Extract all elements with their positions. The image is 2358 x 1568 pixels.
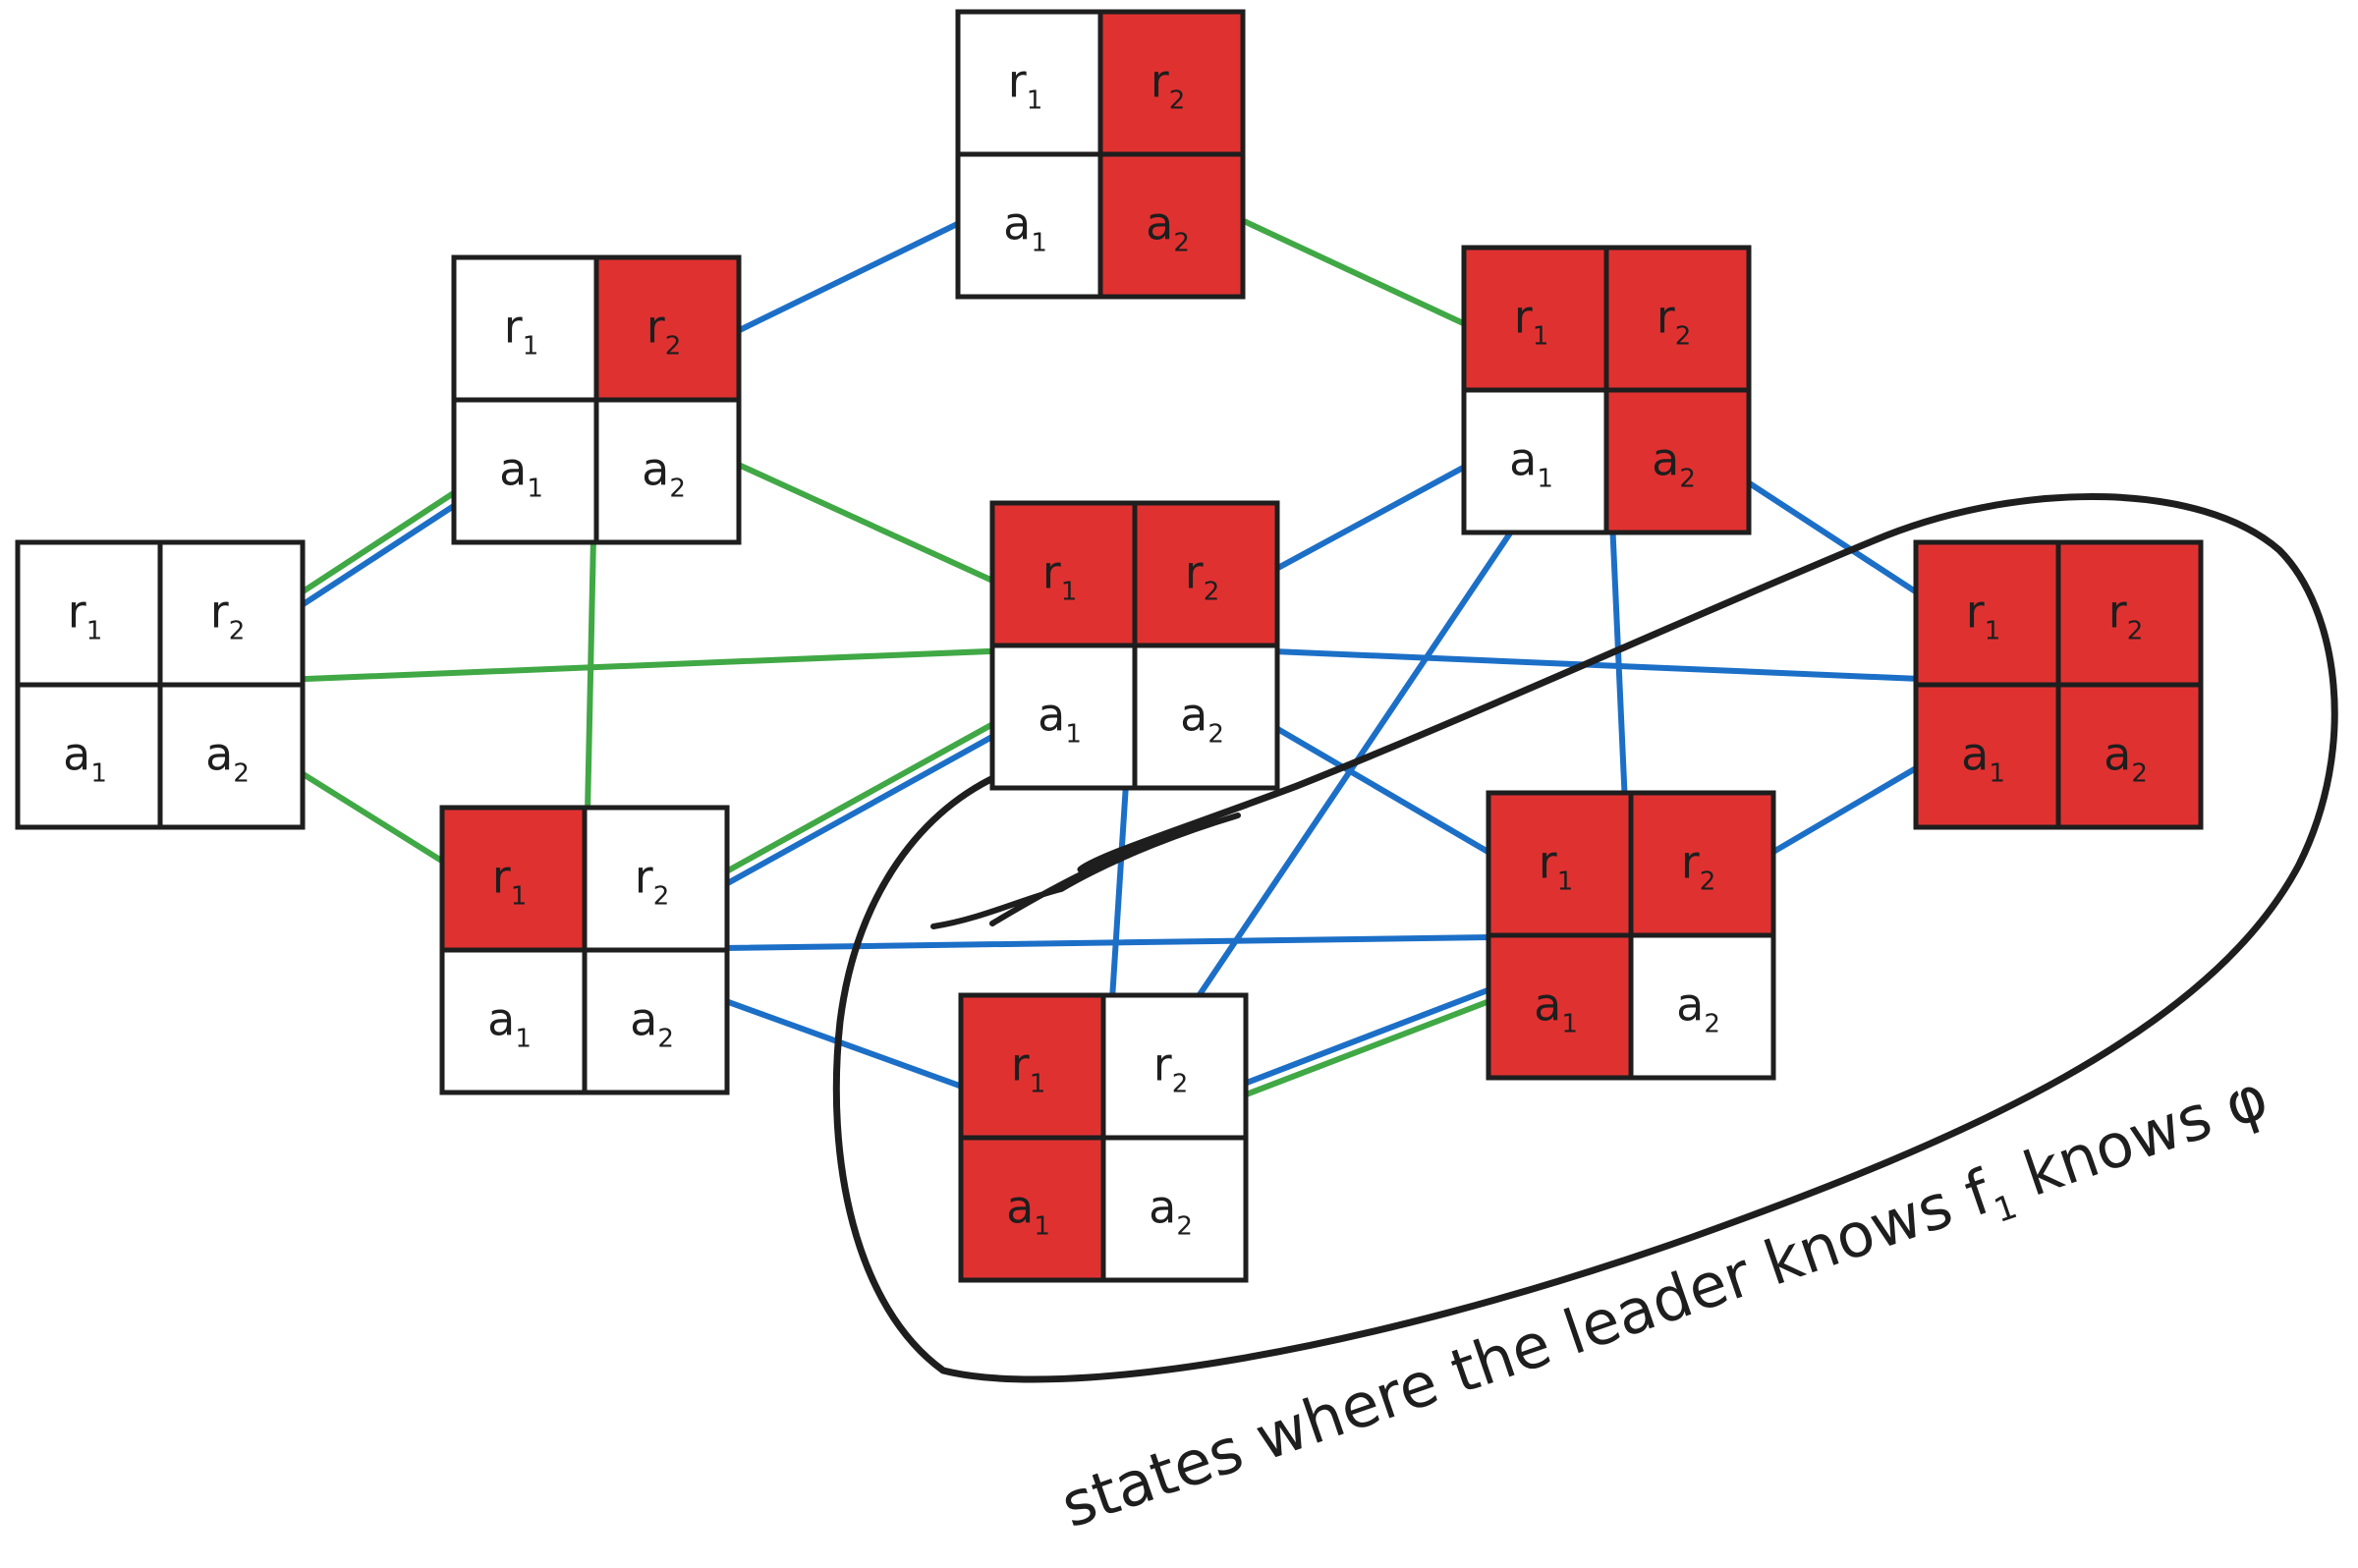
cell-a1-box [955,151,1103,300]
cell-a1-label: a1 [1006,1181,1050,1242]
edge-s4-s8-blue [1132,643,2061,688]
cell-a2-label: a2 [2104,728,2148,789]
cell-r1-label: r1 [1011,1038,1045,1099]
cell-a2-box [1603,387,1752,535]
cell-r1-label: r1 [1042,546,1077,607]
cell-r2-label: r2 [1153,1038,1188,1099]
cell-r1-label: r1 [1514,291,1548,352]
state-s1: r1 r2 a1 a2 [451,254,742,545]
cell-a2-box [157,682,306,830]
cell-r1-label: r1 [1539,836,1573,897]
cell-a1-label: a1 [1961,728,2005,789]
state-s3: r1 r2 a1 a2 [439,805,730,1095]
cell-r2-label: r2 [1681,836,1715,897]
state-s5: r1 r2 a1 a2 [1461,245,1752,535]
cell-a1-label: a1 [1003,197,1047,258]
state-s6: r1 r2 a1 a2 [958,992,1249,1283]
cell-r2-box [1132,500,1280,648]
cell-a2-box [2055,682,2204,830]
cell-a1-label: a1 [487,993,532,1054]
cell-a2-label: a2 [630,993,674,1054]
cell-r1-box [989,500,1138,648]
cell-a2-label: a2 [1676,979,1720,1039]
region-scribble [930,812,1241,929]
cell-a1-box [958,1135,1106,1283]
edge-s3-s7-blue [582,932,1634,953]
cell-a1-box [989,643,1138,791]
cell-r1-label: r1 [68,586,102,646]
cell-r2-label: r2 [1185,546,1219,607]
cell-r1-label: r1 [1966,586,2000,646]
cell-a1-label: a1 [499,443,543,504]
cell-a2-label: a2 [642,443,686,504]
cell-r1-box [1461,245,1609,393]
cell-a1-box [1913,682,2061,830]
cell-r1-box [439,805,588,953]
cell-a1-label: a1 [1038,689,1082,750]
state-s4: r1 r2 a1 a2 [989,500,1280,791]
cell-a2-label: a2 [1149,1181,1193,1242]
cell-a2-label: a2 [1180,689,1224,750]
cell-r2-box [2055,539,2204,688]
edge-s0-s4-green [157,643,1138,688]
cell-r1-box [451,254,599,403]
cell-r1-label: r1 [504,301,538,362]
cell-a1-label: a1 [1509,433,1553,494]
states-layer: r1 r2 a1 a2 r1 r2 a1 a2 r1 r2 a1 a2 r1 r2 a1 a2 r1 r2 a1 a2… [15,9,2204,1283]
state-s2: r1 r2 a1 a2 [955,9,1246,300]
cell-r1-label: r1 [492,851,527,912]
caption-tail: knows φ [1996,1060,2276,1216]
cell-a1-box [439,947,588,1095]
cell-a2-label: a2 [1146,197,1190,258]
cell-a1-box [15,682,163,830]
state-s0: r1 r2 a1 a2 [15,539,306,830]
cell-r2-label: r2 [2108,586,2143,646]
cell-a1-box [451,397,599,545]
cell-a2-box [1628,932,1776,1081]
state-s7: r1 r2 a1 a2 [1486,790,1776,1081]
cell-r1-box [955,9,1103,157]
cell-r2-label: r2 [1656,291,1691,352]
cell-r1-box [15,539,163,688]
cell-a1-label: a1 [1534,979,1578,1039]
cell-r2-box [157,539,306,688]
cell-a2-label: a2 [1652,433,1696,494]
cell-r2-box [1100,992,1249,1141]
cell-r2-box [1628,790,1776,938]
state-s8: r1 r2 a1 a2 [1913,539,2204,830]
cell-a1-label: a1 [63,728,107,789]
cell-r2-label: r2 [1151,55,1185,116]
cell-a2-box [593,397,742,545]
cell-a2-box [582,947,730,1095]
cell-a2-label: a2 [205,728,250,789]
cell-r2-box [1097,9,1246,157]
cell-r1-box [1486,790,1634,938]
cell-r2-box [1603,245,1752,393]
cell-r2-label: r2 [210,586,245,646]
cell-r1-box [958,992,1106,1141]
cell-a2-box [1132,643,1280,791]
knowledge-region-outline [832,492,2338,1383]
cell-r2-box [593,254,742,403]
cell-a2-box [1100,1135,1249,1283]
cell-r2-box [582,805,730,953]
cell-a2-box [1097,151,1246,300]
cell-r1-box [1913,539,2061,688]
cell-r2-label: r2 [635,851,669,912]
cell-r1-label: r1 [1008,55,1042,116]
cell-r2-label: r2 [646,301,681,362]
